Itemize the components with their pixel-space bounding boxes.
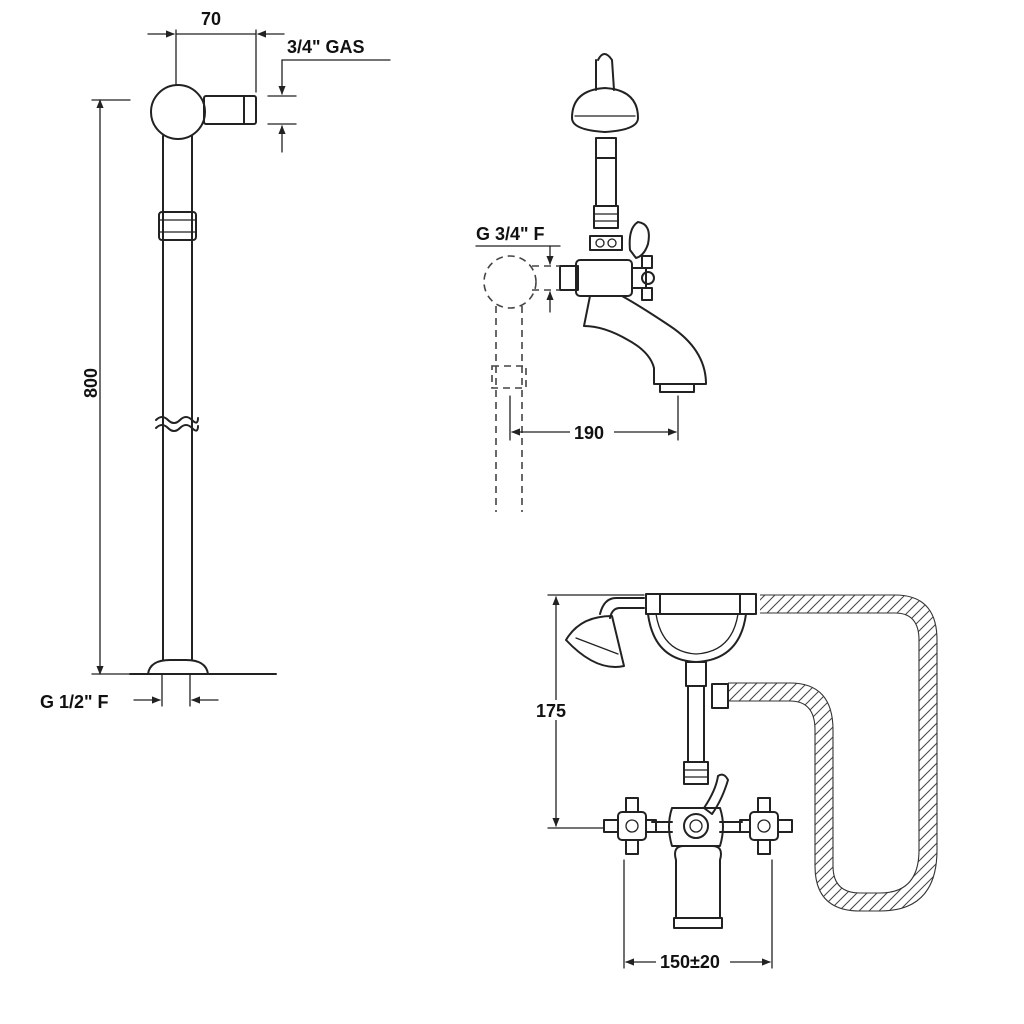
left-cross-handle bbox=[603, 797, 657, 855]
bath-spout bbox=[583, 295, 707, 385]
shower-head bbox=[571, 87, 639, 133]
dim-label-thread-top: 3/4" GAS bbox=[287, 37, 365, 57]
dim-label-70: 70 bbox=[201, 9, 221, 29]
diverter-lever bbox=[628, 221, 650, 259]
front-spout bbox=[674, 845, 722, 919]
floor-column-view: 70 3/4" GAS 800 G 1/2" F bbox=[40, 9, 391, 712]
mixer-main-body bbox=[668, 807, 724, 847]
dim-label-inlet: G 3/4" F bbox=[476, 224, 545, 244]
dim-label-800: 800 bbox=[81, 368, 101, 398]
column-sleeve-nut bbox=[158, 211, 197, 241]
mixer-front-view: 175 150±20 bbox=[534, 593, 938, 972]
dim-label-thread-bottom: G 1/2" F bbox=[40, 692, 109, 712]
handshower-handle bbox=[659, 593, 741, 615]
handshower-head bbox=[565, 615, 625, 668]
column-outlet bbox=[203, 95, 257, 125]
mixer-body bbox=[575, 259, 633, 297]
column-top-ball bbox=[150, 84, 206, 140]
dim-label-175: 175 bbox=[536, 701, 566, 721]
shower-hose-outer bbox=[728, 595, 937, 911]
right-cross-handle bbox=[739, 797, 793, 855]
ghost-column-ball bbox=[483, 255, 537, 309]
column-base-flange bbox=[147, 659, 209, 675]
handshower-cradle bbox=[647, 613, 747, 663]
mixer-side-view: G 3/4" F 190 bbox=[475, 53, 707, 512]
dim-label-190: 190 bbox=[574, 423, 604, 443]
dim-label-150: 150±20 bbox=[660, 952, 720, 972]
